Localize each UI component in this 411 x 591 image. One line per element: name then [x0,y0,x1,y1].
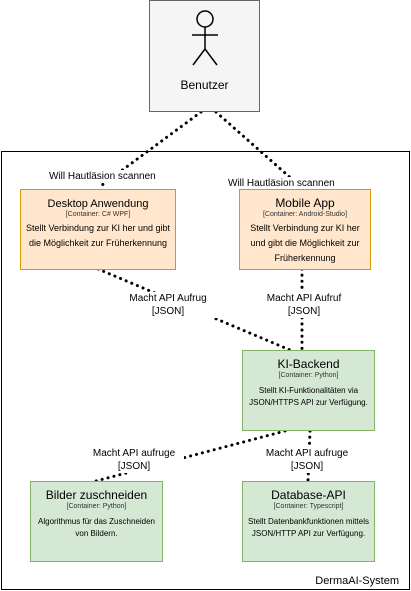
edge-label-ki-bilder: Macht API aufruge [JSON] [84,447,184,473]
edge-label-ki-db: Macht API aufruge [JSON] [256,447,358,473]
node-desktop-app: Desktop Anwendung [Container: C# WPF] St… [20,189,176,270]
node-db-tech: [Container: Typescript] [273,503,344,510]
node-bilder-zuschneiden: Bilder zuschneiden [Container: Python] A… [30,481,163,562]
node-desktop-title: Desktop Anwendung [47,198,149,210]
node-bilder-title: Bilder zuschneiden [45,488,148,502]
node-db-desc: Stellt Datenbankfunktionen mittels JSON/… [248,517,369,538]
edge-label-ki-db-line2: [JSON] [290,461,324,472]
system-boundary: DermaAI-System [1,151,410,590]
actor-label: Benutzer [180,78,229,92]
edge-label-ki-bilder-line2: [JSON] [117,461,151,472]
node-ki-backend: KI-Backend [Container: Python] Stellt KI… [242,350,375,431]
node-mobile-title: Mobile App [275,196,335,210]
edge-ki-bilder [94,429,287,483]
node-bilder-desc: Algorithmus für das Zuschneiden von Bild… [38,517,155,538]
edge-label-mobile-ki-line2: [JSON] [287,306,321,317]
node-ki-title: KI-Backend [277,357,340,371]
edge-label-desktop-ki-line2: [JSON] [151,306,185,317]
edge-label-mobile-ki-line1: Macht API Aufruf [266,293,342,304]
node-mobile-desc: Stellt Verbindung zur KI her und gibt di… [250,223,360,263]
node-mobile-app: Mobile App [Container: Android-Studio] S… [239,189,371,270]
system-label: DermaAI-System [315,575,399,587]
edge-label-desktop-ki: Macht API Aufrug [JSON] [118,292,218,318]
node-desktop-tech: [Container: C# WPF] [65,211,131,218]
node-mobile-tech: [Container: Android-Studio] [262,211,348,218]
edge-label-mobile-ki: Macht API Aufruf [JSON] [258,292,350,318]
edge-label-ki-bilder-line1: Macht API aufruge [92,448,176,459]
node-ki-tech: [Container: Python] [278,372,339,379]
stick-figure-icon [192,10,218,66]
edge-label-desktop-ki-line1: Macht API Aufrug [129,293,207,304]
node-database-api: Database-API [Container: Typescript] Ste… [242,481,375,562]
node-desktop-desc: Stellt Verbindung zur KI her und gibt di… [25,223,171,248]
node-ki-desc: Stellt KI-Funktionalitäten via JSON/HTTP… [249,386,368,407]
actor-box: Benutzer [149,0,260,112]
edge-label-actor-mobile: Will Hautläsion scannen [228,177,335,190]
edge-actor-mobile [214,110,304,190]
edge-label-actor-desktop: Will Hautläsion scannen [49,170,156,183]
node-db-title: Database-API [271,488,346,502]
node-bilder-tech: [Container: Python] [66,503,127,510]
edge-label-ki-db-line1: Macht API aufruge [265,448,349,459]
